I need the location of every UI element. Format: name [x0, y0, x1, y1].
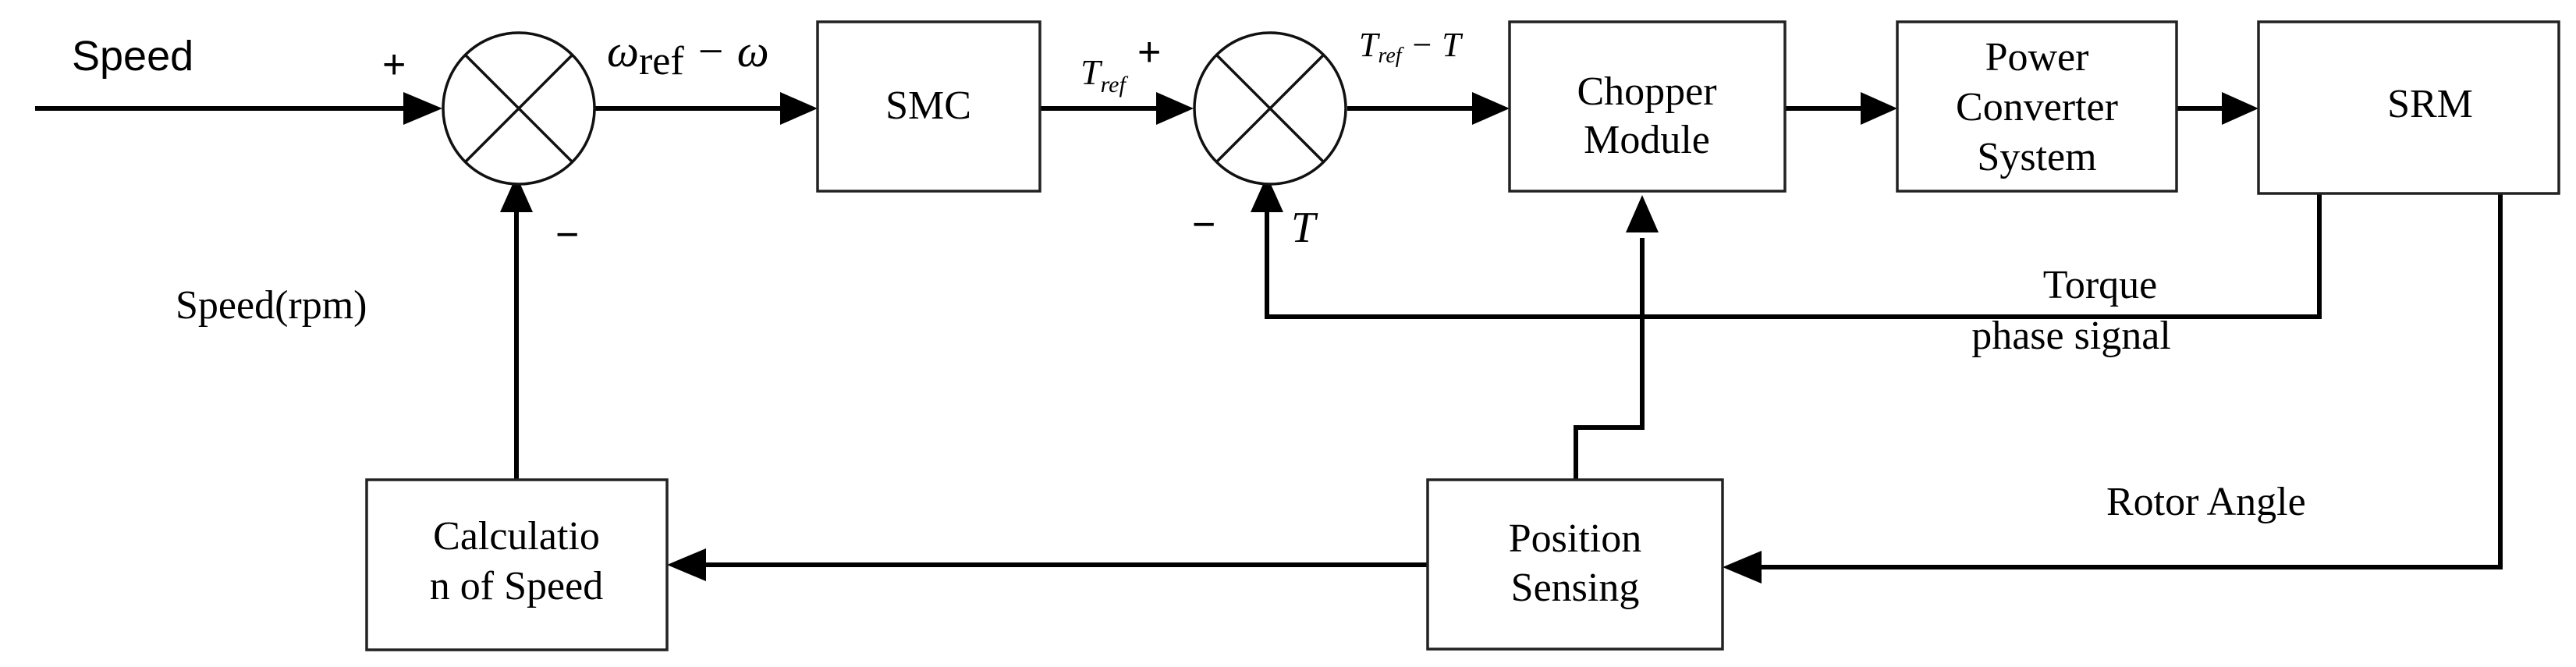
speed-rpm-label: Speed(rpm): [176, 283, 367, 328]
torque-error-label: Tref − T: [1359, 26, 1464, 68]
sum2-plus-sign: +: [1137, 30, 1161, 75]
arrowhead-sum2-feedback: [1251, 176, 1283, 212]
arrowhead-calc-in: [667, 548, 706, 581]
smc-block: SMC: [816, 20, 1041, 193]
arrowhead-smc-in: [780, 92, 818, 125]
smc-label: SMC: [885, 83, 971, 128]
wire-position-chopper: [1574, 238, 1645, 480]
summing-junction-speed: [442, 31, 596, 186]
calc-label-line2: n of Speed: [430, 564, 603, 608]
chopper-module-block: Chopper Module: [1508, 20, 1787, 193]
speed-error-label: ωref − ω: [607, 26, 769, 83]
torque-phase-label-line1: Torque: [2043, 263, 2158, 307]
arrowhead-chopper-up: [1626, 195, 1659, 232]
position-label-line2: Sensing: [1511, 566, 1640, 610]
chopper-label-line1: Chopper: [1577, 69, 1716, 114]
srm-label: SRM: [2387, 82, 2473, 126]
srm-block: SRM: [2257, 20, 2560, 195]
wire-torque-feedback: [1265, 193, 2322, 319]
calculation-of-speed-block: Calculatio n of Speed: [365, 478, 669, 651]
arrowhead-sum1-feedback: [500, 176, 533, 212]
summing-junction-torque: [1193, 31, 1347, 186]
sum1-minus-sign: −: [555, 212, 579, 257]
t-ref-label: Tref: [1080, 52, 1128, 98]
arrowhead-sum2-in: [1156, 92, 1194, 125]
chopper-label-line2: Module: [1584, 118, 1710, 162]
rotor-angle-label: Rotor Angle: [2106, 480, 2306, 524]
wire-rotor-angle: [1759, 193, 2503, 569]
position-sensing-block: Position Sensing: [1426, 478, 1724, 651]
input-speed-label: Speed: [72, 33, 193, 80]
arrowhead-sum1-in: [403, 92, 442, 125]
arrowhead-converter-in: [1861, 92, 1897, 125]
arrowhead-srm-in: [2222, 92, 2258, 125]
converter-label-line1: Power: [1985, 35, 2089, 80]
power-converter-block: Power Converter System: [1896, 20, 2178, 193]
sum2-minus-sign: −: [1192, 202, 1215, 247]
converter-label-line2: Converter: [1956, 85, 2118, 129]
arrowhead-chopper-in: [1472, 92, 1510, 125]
sum1-plus-sign: +: [382, 42, 406, 87]
torque-feedback-label: T: [1291, 204, 1318, 252]
torque-phase-label-line2: phase signal: [1971, 314, 2171, 358]
arrowhead-position-in: [1723, 551, 1762, 584]
converter-label-line3: System: [1977, 135, 2096, 179]
calc-label-line1: Calculatio: [433, 514, 600, 559]
position-label-line1: Position: [1509, 516, 1642, 561]
